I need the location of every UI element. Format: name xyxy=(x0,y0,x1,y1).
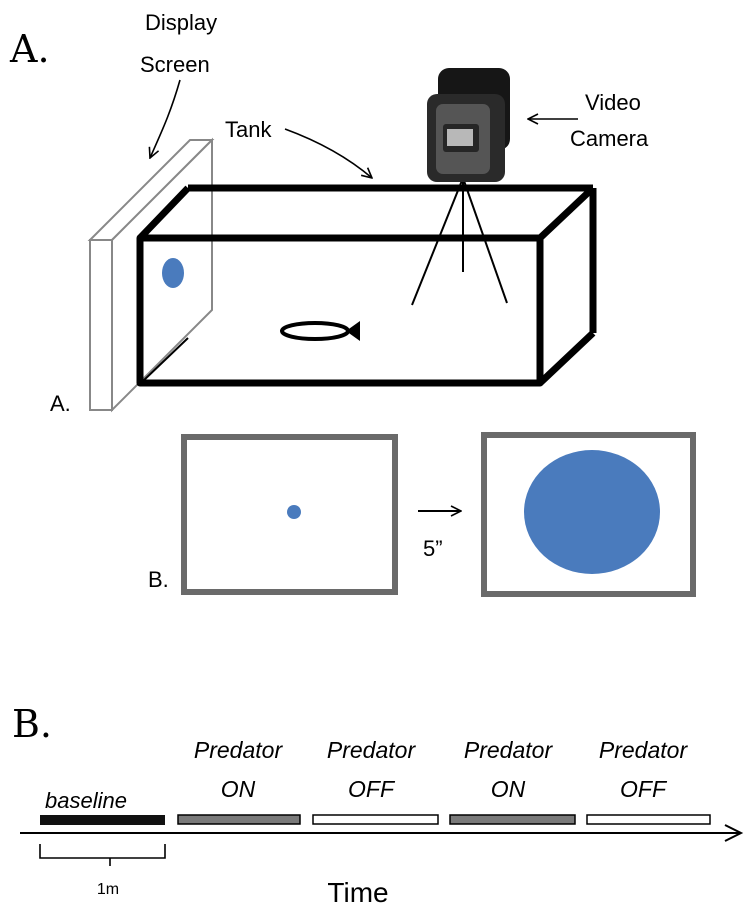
camera-label-line1: Video xyxy=(585,90,641,115)
phase-4: Predator OFF xyxy=(586,737,711,825)
phase-2-label-line1: Predator xyxy=(327,737,417,763)
tank-label: Tank xyxy=(225,117,272,142)
sub-b-label: B. xyxy=(148,567,169,592)
scale-label: 1m xyxy=(97,881,119,898)
stimulus-frame-end xyxy=(481,432,696,597)
tripod xyxy=(411,177,508,306)
stimulus-dot-on-screen xyxy=(162,258,184,288)
phase-2-label-line2: OFF xyxy=(348,776,396,802)
phase-2: Predator OFF xyxy=(312,737,439,825)
phase-3: Predator ON xyxy=(449,737,576,825)
phase-2-bar xyxy=(312,814,439,825)
baseline-label: baseline xyxy=(45,788,127,813)
display-screen-pointer-arrow xyxy=(150,79,181,158)
display-screen xyxy=(87,137,215,413)
interval-label: 5” xyxy=(423,536,443,561)
display-screen-label-line2: Screen xyxy=(140,52,210,77)
tank xyxy=(136,184,597,387)
phase-4-label-line1: Predator xyxy=(599,737,689,763)
time-axis-arrowhead xyxy=(724,824,744,842)
large-stimulus-disc xyxy=(524,450,660,574)
phase-1-bar xyxy=(177,814,301,825)
video-camera-icon xyxy=(427,68,510,182)
display-screen-label-line1: Display xyxy=(145,10,217,35)
stimulus-frame-start xyxy=(181,434,398,595)
phase-3-label-line2: ON xyxy=(491,776,526,802)
camera-label-line2: Camera xyxy=(570,126,649,151)
time-label: Time xyxy=(327,877,388,908)
panel-b-heading: B. xyxy=(12,702,52,746)
fish-icon xyxy=(280,321,360,341)
panel-a-heading: A. xyxy=(9,27,50,71)
phase-3-label-line1: Predator xyxy=(464,737,554,763)
phase-4-label-line2: OFF xyxy=(620,776,668,802)
tank-pointer-arrow xyxy=(284,128,372,178)
tank-hidden-edge xyxy=(141,337,189,383)
scale-bracket xyxy=(39,844,166,866)
phase-4-bar xyxy=(586,814,711,825)
phase-1-label-line1: Predator xyxy=(194,737,284,763)
sub-a-label: A. xyxy=(50,391,71,416)
phase-3-bar xyxy=(449,814,576,825)
phase-1-label-line2: ON xyxy=(221,776,256,802)
phase-1: Predator ON xyxy=(177,737,301,825)
small-stimulus-dot xyxy=(287,505,301,519)
baseline-bar xyxy=(40,815,165,825)
